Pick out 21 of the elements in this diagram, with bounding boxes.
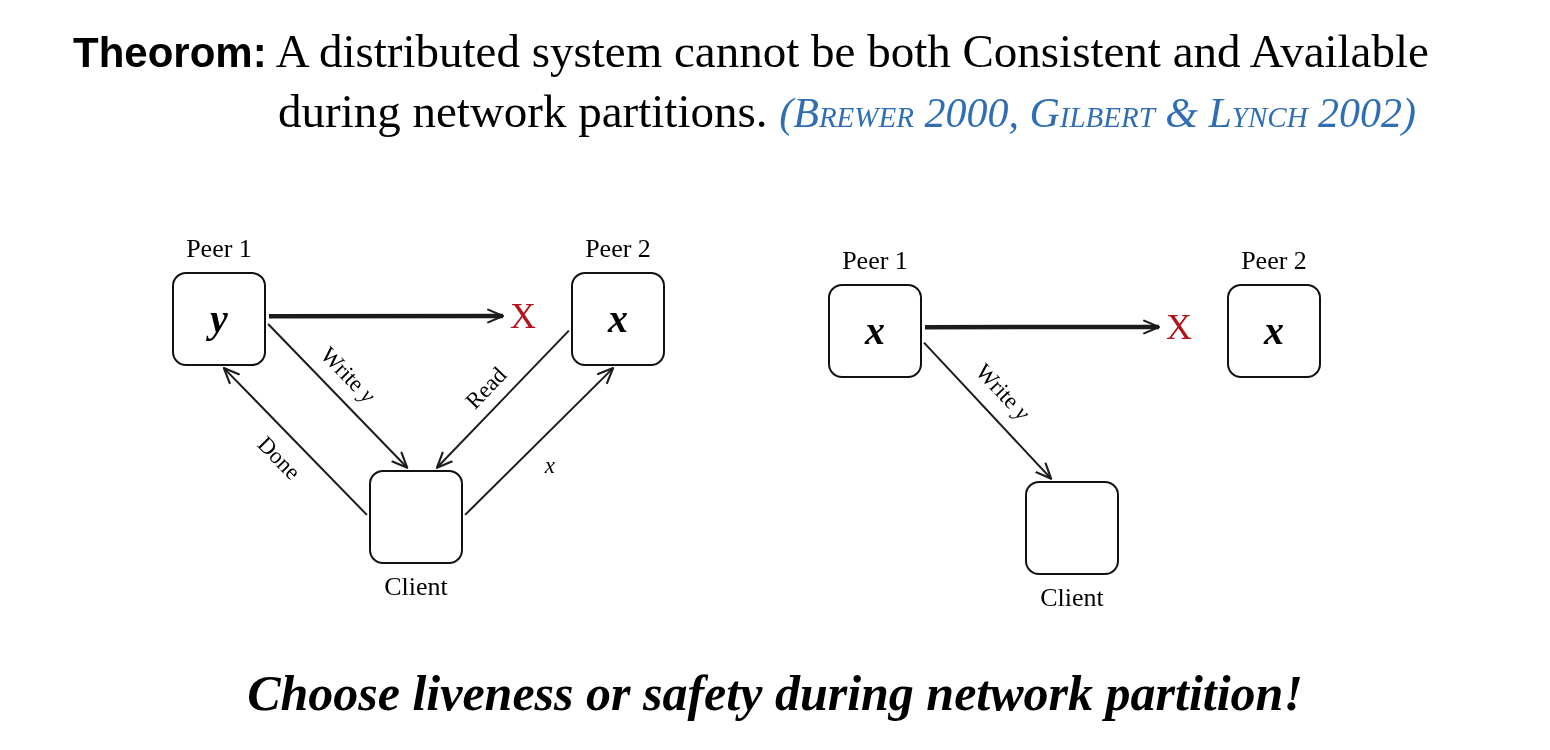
arrow <box>923 341 1053 480</box>
cross-mark: X <box>510 298 536 334</box>
arrow <box>222 367 368 516</box>
cross-mark: X <box>1166 309 1192 345</box>
value-label: x <box>865 311 885 351</box>
value-label: x <box>608 299 628 339</box>
node-label: Client <box>1040 583 1104 613</box>
node-label: Client <box>384 572 448 602</box>
title: Theorom: A distributed system cannot be both Consistent and Available during network partitions. (Brewer 2000, Gilbert & Lynch 2002) <box>73 24 1430 139</box>
arrow <box>435 329 570 469</box>
node-label: Peer 1 <box>842 246 908 276</box>
arrow <box>269 308 505 324</box>
edge-label: x <box>544 453 555 477</box>
node-label: Peer 1 <box>186 234 252 264</box>
arrow <box>925 319 1161 335</box>
node-label: Peer 2 <box>585 234 651 264</box>
caption: Choose liveness or safety during network partition! <box>247 665 1303 721</box>
value-label: x <box>1264 311 1284 351</box>
arrow <box>464 367 615 516</box>
arrow <box>267 323 409 469</box>
node-label: Peer 2 <box>1241 246 1307 276</box>
